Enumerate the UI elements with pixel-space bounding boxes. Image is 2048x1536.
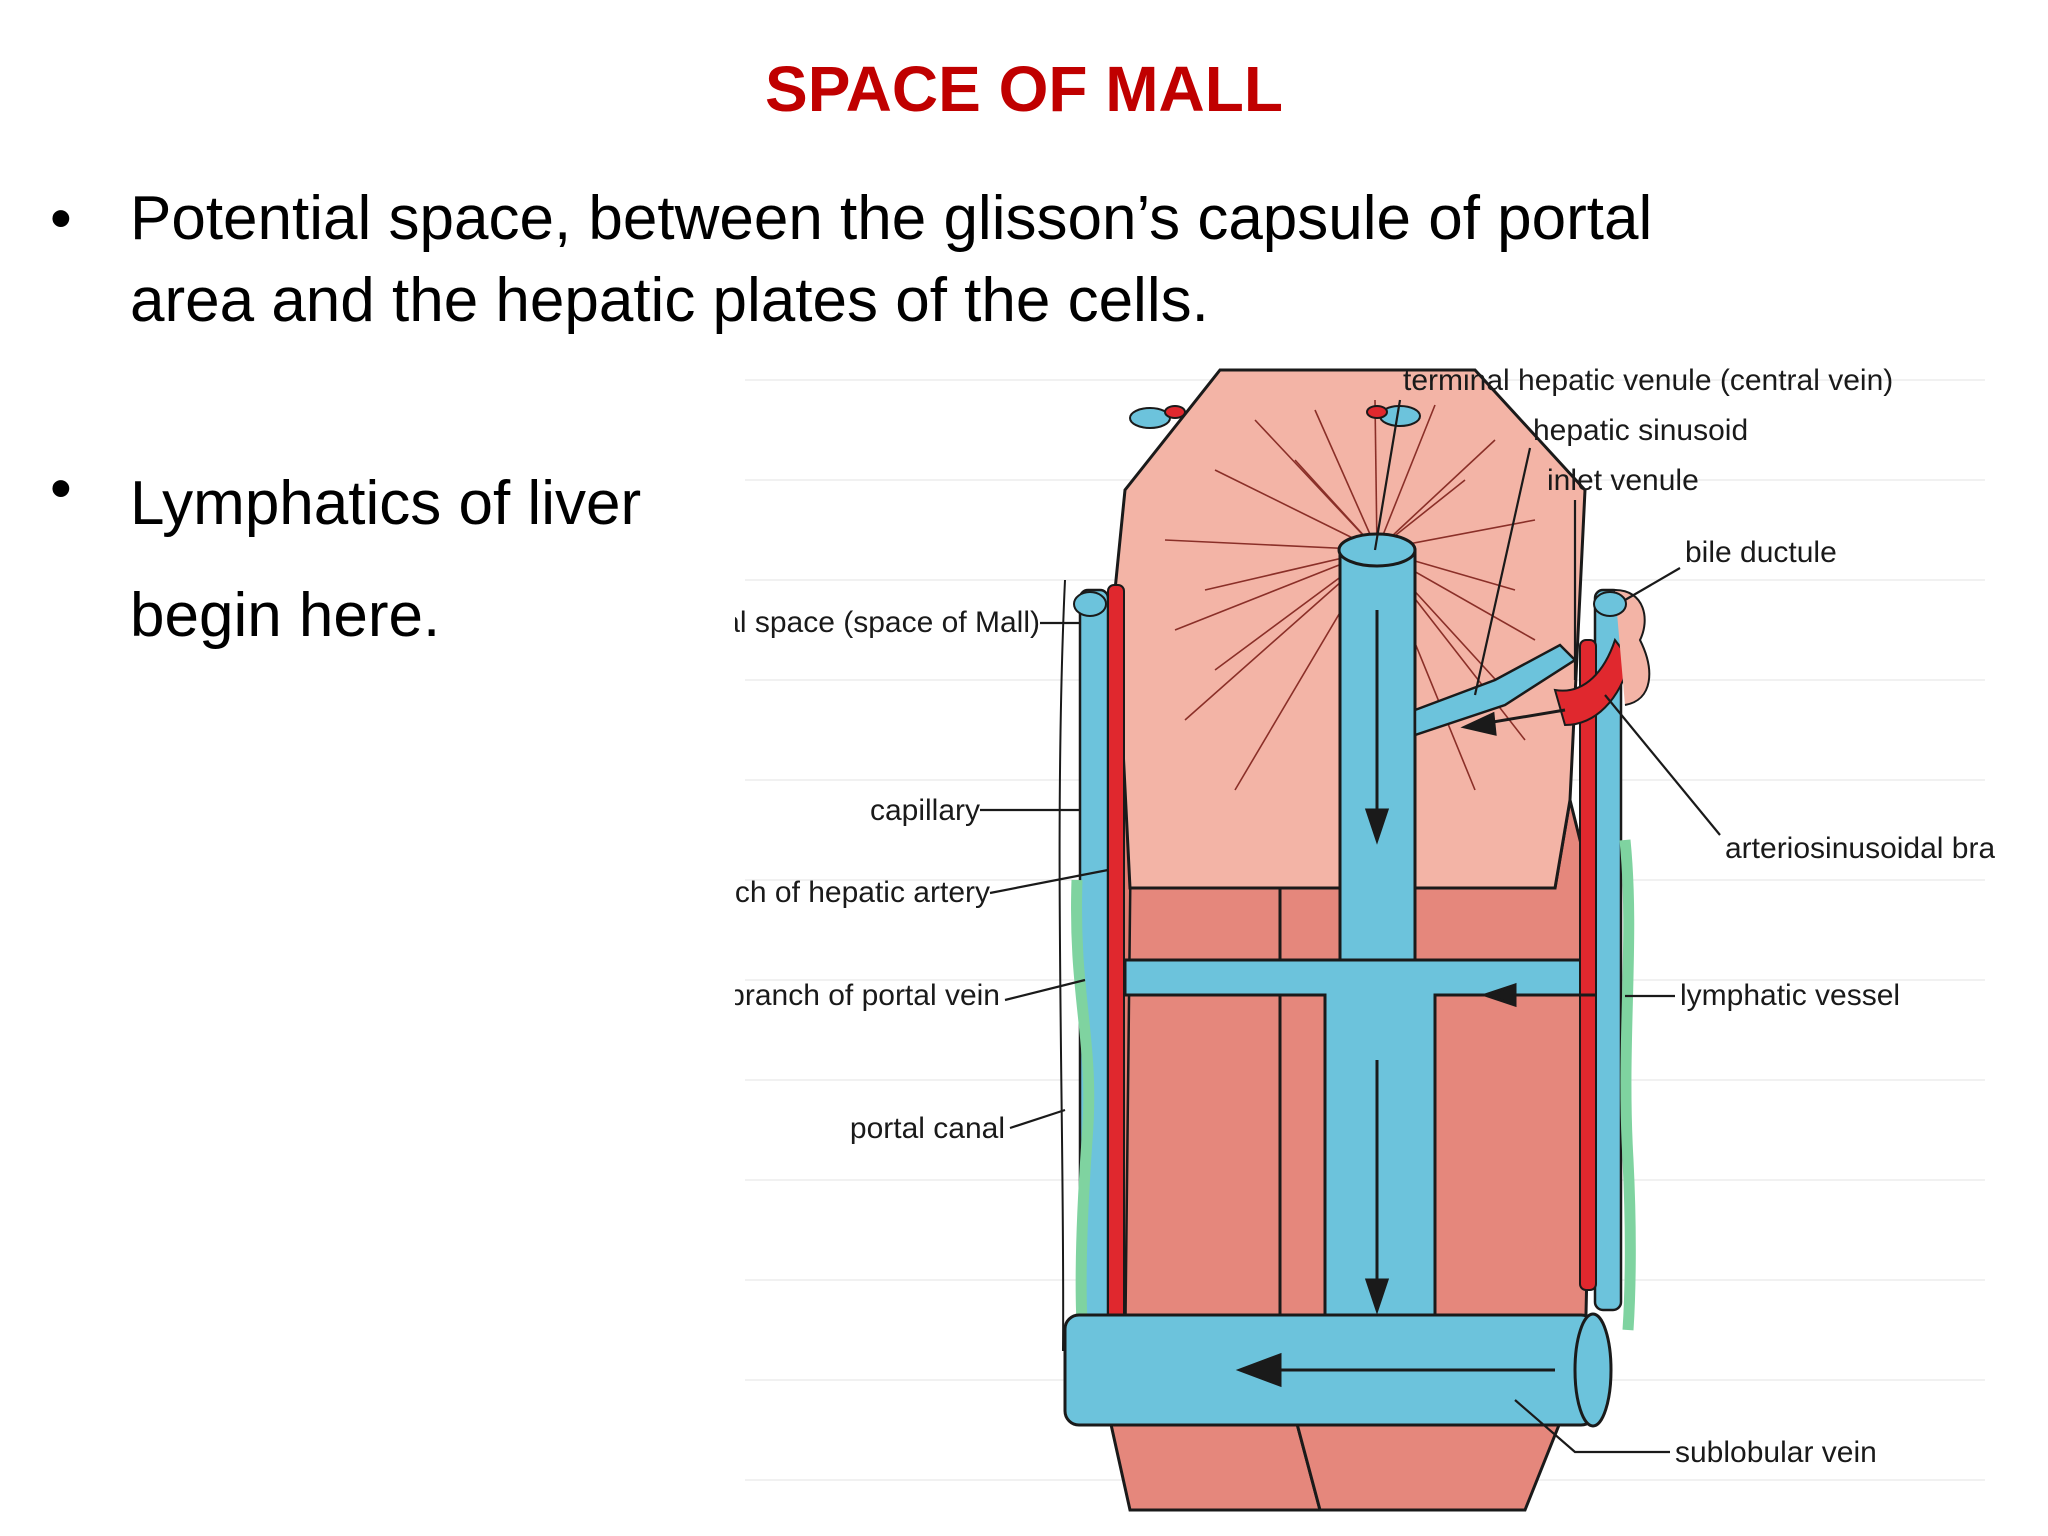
bullet-line: Potential space, between the glisson’s c…	[130, 184, 1653, 253]
label-capillary: capillary	[870, 794, 980, 827]
bullet-glyph: •	[50, 454, 72, 523]
bullet-potential-space: • Potential space, between the glisson’s…	[50, 178, 1850, 338]
right-lymphatic-vessel	[1619, 839, 1636, 1331]
slide-title: SPACE OF MALL	[765, 53, 1283, 125]
label-lymphatic-vessel: lymphatic vessel	[1680, 979, 1900, 1012]
label-terminal-hepatic-venule: terminal hepatic venule (central vein)	[1403, 364, 1893, 397]
right-hepatic-artery	[1579, 639, 1597, 1291]
label-sublobular-vein: sublobular vein	[1675, 1436, 1877, 1469]
bullet-line: Lymphatics of liver	[130, 469, 642, 538]
bullet-line: begin here.	[130, 581, 441, 650]
left-hepatic-artery	[1107, 584, 1125, 1326]
bullet-text: Lymphatics of liver begin here.	[130, 448, 641, 672]
label-terminal-branch-portal-vein: terminal branch of portal vein	[735, 979, 1000, 1012]
left-lymphatic-vessel	[1071, 879, 1095, 1341]
label-bile-ductule: bile ductule	[1685, 536, 1837, 569]
bullet-lymphatics: • Lymphatics of liver begin here.	[50, 448, 750, 650]
left-portal-canal-outline	[1058, 579, 1130, 1351]
label-hepatic-sinusoid: hepatic sinusoid	[1533, 414, 1748, 447]
flow-arrows	[1235, 610, 1595, 1388]
label-terminal-branch-hepatic-artery: terminal branch of hepatic artery	[735, 876, 990, 909]
label-periportal-space: periportal space (space of Mall)	[735, 606, 1040, 639]
label-arteriosinusoidal-branch: arteriosinusoidal branch	[1725, 832, 1995, 865]
sublobular-vein-end	[1573, 1312, 1613, 1428]
label-portal-canal: portal canal	[850, 1112, 1005, 1145]
bullet-line: area and the hepatic plates of the cells…	[130, 266, 1209, 335]
lobule-illustration: terminal hepatic venule (central vein) h…	[735, 364, 1995, 1512]
bullet-glyph: •	[50, 184, 72, 253]
leader-lines	[980, 399, 1721, 1454]
bile-ductule-shape	[1614, 589, 1651, 706]
bullet-text: Potential space, between the glisson’s c…	[130, 178, 1652, 342]
label-inlet-venule: inlet venule	[1547, 464, 1699, 497]
top-portal-caps	[1073, 405, 1627, 617]
liver-lobule-diagram: terminal hepatic venule (central vein) h…	[735, 340, 1995, 1530]
